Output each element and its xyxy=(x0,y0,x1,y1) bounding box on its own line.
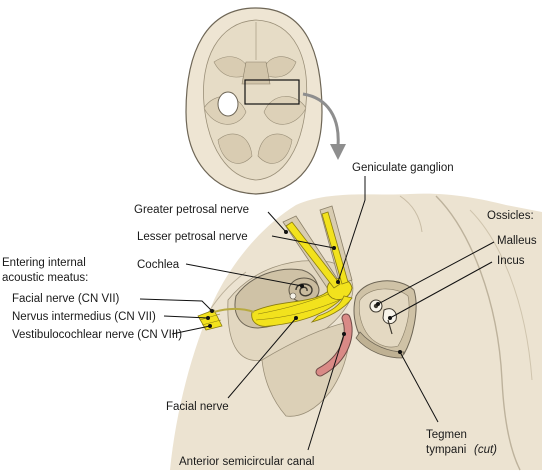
curved-arrow xyxy=(302,92,346,160)
label-greater-petrosal-nerve: Greater petrosal nerve xyxy=(134,204,249,216)
label-tegmen-line1: Tegmen xyxy=(426,429,467,441)
label-malleus: Malleus xyxy=(497,235,537,247)
label-tegmen-cut: (cut) xyxy=(474,444,497,456)
ossicles xyxy=(353,280,417,359)
label-geniculate-ganglion: Geniculate ganglion xyxy=(352,162,454,174)
labels: Geniculate ganglion Greater petrosal ner… xyxy=(2,162,537,468)
label-nervus-intermedius: Nervus intermedius (CN VII) xyxy=(12,311,156,323)
label-anterior-semicircular-canal: Anterior semicircular canal xyxy=(179,456,315,468)
anterior-semicircular-canal xyxy=(315,313,353,377)
label-incus: Incus xyxy=(497,255,525,267)
skull-base xyxy=(185,7,323,195)
label-ossicles: Ossicles: xyxy=(487,210,534,222)
label-lesser-petrosal-nerve: Lesser petrosal nerve xyxy=(137,231,248,243)
label-cochlea: Cochlea xyxy=(137,259,180,271)
label-entering-line1: Entering internal xyxy=(2,257,86,269)
label-tegmen-line2: tympani xyxy=(426,444,466,456)
label-facial-nerve-cn7: Facial nerve (CN VII) xyxy=(12,293,120,305)
leader-lines xyxy=(139,176,495,451)
label-facial-nerve: Facial nerve xyxy=(166,401,229,413)
label-vestibulocochlear-nerve: Vestibulocochlear nerve (CN VIII) xyxy=(12,329,182,341)
label-entering-line2: acoustic meatus: xyxy=(2,272,88,284)
